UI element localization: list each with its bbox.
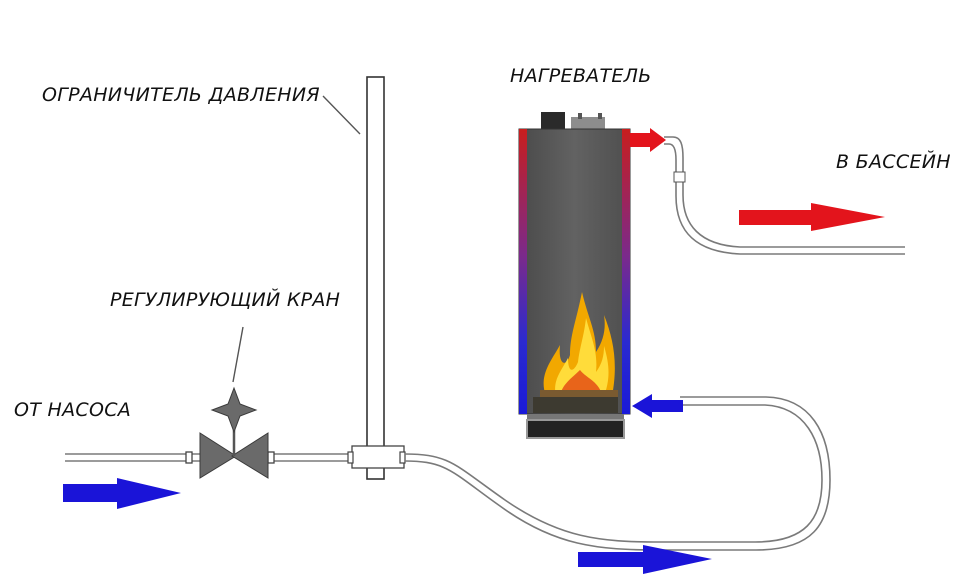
pressure-limiter-icon xyxy=(347,76,406,480)
cold-inlet-arrow-icon xyxy=(632,394,683,418)
to-pool-arrow-icon xyxy=(739,203,885,231)
outlet-pipe xyxy=(664,136,905,255)
pressure-limiter-label: ОГРАНИЧИТЕЛЬ ДАВЛЕНИЯ xyxy=(42,84,320,106)
hose-to-heater xyxy=(404,396,831,551)
control-valve-label: РЕГУЛИРУЮЩИЙ КРАН xyxy=(110,288,340,311)
control-valve-icon xyxy=(199,386,269,479)
to-pool-label: В БАССЕЙН xyxy=(836,150,951,173)
valve-leader-line xyxy=(232,326,244,383)
from-pump-arrow-icon xyxy=(63,478,181,509)
hot-outlet-arrow-icon xyxy=(630,128,666,152)
flame-icon xyxy=(540,292,618,397)
inlet-pipe xyxy=(65,451,352,464)
limiter-leader-line xyxy=(322,95,361,135)
outlet-fitting xyxy=(673,171,686,183)
return-flow-arrow-icon xyxy=(578,545,712,574)
from-pump-label: ОТ НАСОСА xyxy=(14,399,131,421)
heater-label: НАГРЕВАТЕЛЬ xyxy=(510,65,652,87)
